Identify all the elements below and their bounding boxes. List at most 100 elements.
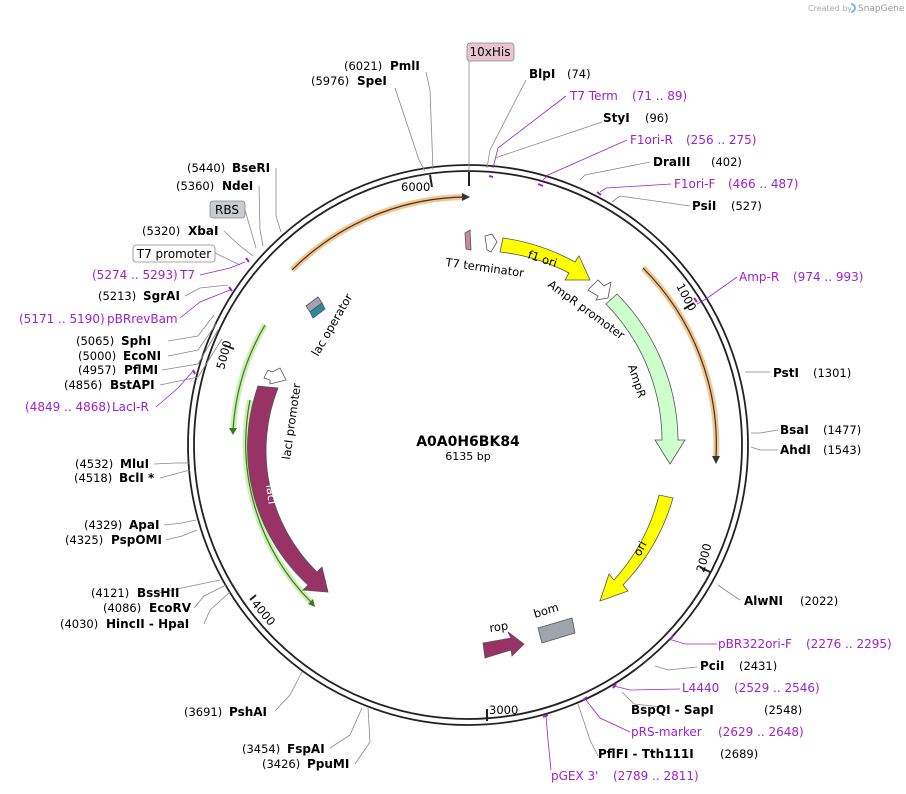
primer-t7-name: T7 xyxy=(179,268,195,282)
primer-pgex3-range: (2789 .. 2811) xyxy=(613,769,699,783)
orf-arc-green-outer xyxy=(229,323,268,435)
orf-arc-right xyxy=(640,265,720,464)
primer-ampr-name: Amp-R xyxy=(739,270,779,284)
snapgene-logo-icon xyxy=(850,3,856,13)
primer-prsmarker-range: (2629 .. 2648) xyxy=(718,725,804,739)
bom-feature xyxy=(537,617,576,644)
primer-ampr-range: (974 .. 993) xyxy=(793,270,863,284)
site-sphi-name: SphI xyxy=(121,334,151,348)
site-pflfi-pos: (2689) xyxy=(720,747,758,761)
site-pflmi-pos: (4957) xyxy=(78,363,116,377)
site-bspqi-pos: (2548) xyxy=(764,703,802,717)
credit-prefix: Created by xyxy=(808,4,852,13)
credit-brand: SnapGene xyxy=(858,4,905,14)
laci-promoter-feature xyxy=(263,367,287,385)
site-pspomi-name: PspOMI xyxy=(111,533,162,547)
t7-terminator-label: T7 terminator xyxy=(444,255,526,280)
site-bsshii-name: BssHII xyxy=(137,586,179,600)
site-bspqi-name: BspQI - SapI xyxy=(631,703,714,717)
site-bstapi-name: BstAPI xyxy=(110,378,155,392)
site-bseri-name: BseRI xyxy=(232,161,270,175)
site-blpi-pos: (74) xyxy=(567,67,591,81)
site-fspai-pos: (3454) xyxy=(242,742,280,756)
site-bstapi-pos: (4856) xyxy=(64,378,102,392)
site-psti-pos: (1301) xyxy=(813,366,851,380)
site-sgrai-pos: (5213) xyxy=(98,289,136,303)
primer-f1orir-range: (256 .. 275) xyxy=(686,133,756,147)
site-pshai-pos: (3691) xyxy=(184,705,222,719)
site-bsai-pos: (1477) xyxy=(823,423,861,437)
site-psti-name: PstI xyxy=(773,366,799,380)
site-draiii-pos: (402) xyxy=(711,155,742,169)
plasmid-length: 6135 bp xyxy=(445,450,490,463)
orf-arc-top xyxy=(289,193,470,273)
primer-f1orir-name: F1ori-R xyxy=(630,133,673,147)
site-pmli-name: PmlI xyxy=(390,59,420,73)
tick-5000: 5000 xyxy=(213,339,234,371)
site-bsshii-pos: (4121) xyxy=(91,586,129,600)
ampr-promoter-feature xyxy=(587,279,612,301)
site-mlui-name: MluI xyxy=(120,457,149,471)
site-econi-name: EcoNI xyxy=(123,349,161,363)
rop-feature xyxy=(482,631,525,659)
primer-pbrrevbam-name: pBRrevBam xyxy=(107,312,178,326)
primer-pbr322orif-name: pBR322ori-F xyxy=(718,637,792,651)
site-ndei-name: NdeI xyxy=(222,179,253,193)
site-pspomi-pos: (4325) xyxy=(65,533,103,547)
site-pflmi-name: PflMI xyxy=(124,363,158,377)
site-pshai-name: PshAI xyxy=(229,705,267,719)
primer-pgex3-name: pGEX 3' xyxy=(551,769,598,783)
primer-prsmarker-name: pRS-marker xyxy=(631,725,702,739)
site-apai-name: ApaI xyxy=(129,518,159,532)
site-apai-pos: (4329) xyxy=(84,518,122,532)
primer-l4440-range: (2529 .. 2546) xyxy=(734,681,820,695)
site-xbai-pos: (5320) xyxy=(142,224,180,238)
site-alwni-name: AlwNI xyxy=(744,594,783,608)
site-bcli-name: BclI * xyxy=(119,471,155,485)
site-mlui-pos: (4532) xyxy=(75,457,113,471)
plasmid-name: A0A0H6BK84 xyxy=(416,434,520,450)
primer-lacir-range: (4849 .. 4868) xyxy=(25,400,111,414)
site-hincii-pos: (4030) xyxy=(60,617,98,631)
primer-f1orif-range: (466 .. 487) xyxy=(728,177,798,191)
laci-label: lacI xyxy=(263,483,280,505)
t7-terminator-feature xyxy=(464,229,498,253)
site-styi-name: StyI xyxy=(603,111,630,125)
primer-t7term-name: T7 Term xyxy=(569,89,618,103)
tick-3000: 3000 xyxy=(489,703,518,717)
site-bsai-name: BsaI xyxy=(780,423,809,437)
site-bcli-pos: (4518) xyxy=(74,471,112,485)
rbs-label: RBS xyxy=(215,203,239,217)
rbs-box: RBS xyxy=(209,200,257,249)
site-psii-pos: (527) xyxy=(731,199,762,213)
site-blpi-name: BlpI xyxy=(529,67,555,81)
primer-lacir-name: LacI-R xyxy=(112,400,149,414)
site-styi-pos: (96) xyxy=(645,111,669,125)
primer-t7term-range: (71 .. 89) xyxy=(632,89,687,103)
ampr-feature xyxy=(605,293,686,465)
tick-6000: 6000 xyxy=(401,180,430,194)
site-pcii-pos: (2431) xyxy=(739,659,777,673)
site-ahdi-pos: (1543) xyxy=(823,443,861,457)
laci-promoter-label: lacI promoter xyxy=(279,382,304,460)
primer-t7-range: (5274 .. 5293) xyxy=(92,268,178,282)
f1-ori-feature xyxy=(499,237,591,281)
t7-promoter-label: T7 promoter xyxy=(136,247,212,261)
tick-2000: 2000 xyxy=(693,542,714,574)
lac-operator-feature xyxy=(305,296,326,319)
bom-label: bom xyxy=(532,600,561,621)
site-pflfi-name: PflFI - Tth111I xyxy=(598,747,694,761)
primer-leaders xyxy=(155,95,738,771)
site-fspai-name: FspAI xyxy=(287,742,325,756)
site-ppumi-name: PpuMI xyxy=(307,757,349,771)
orf-arc-green-inner xyxy=(242,399,315,607)
primer-marks xyxy=(192,175,698,718)
site-spei-name: SpeI xyxy=(357,74,387,88)
site-pcii-name: PciI xyxy=(700,659,725,673)
rop-label: rop xyxy=(488,618,509,634)
site-draiii-name: DraIII xyxy=(653,155,690,169)
primer-pbrrevbam-range: (5171 .. 5190) xyxy=(19,312,105,326)
site-ndei-pos: (5360) xyxy=(176,179,214,193)
site-ecorv-pos: (4086) xyxy=(103,601,141,615)
